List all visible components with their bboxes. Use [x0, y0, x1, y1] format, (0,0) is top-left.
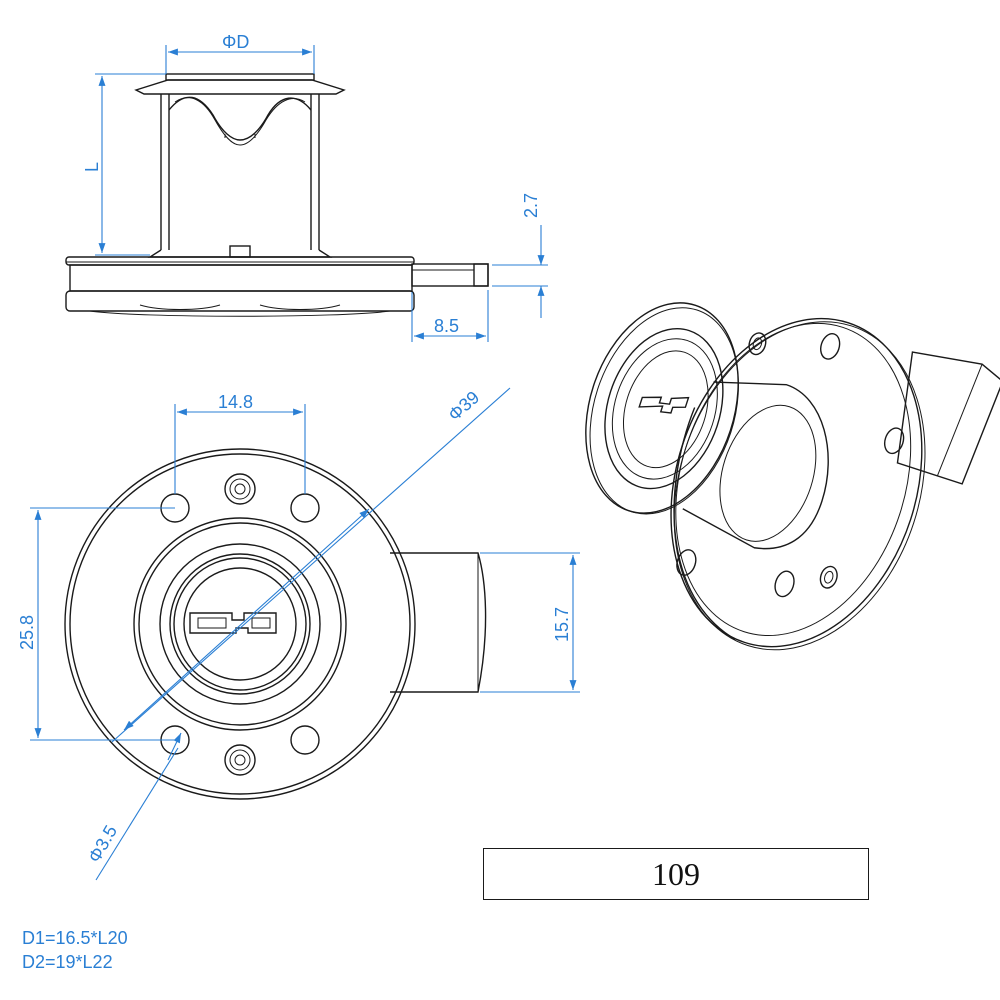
dim-diameter-d: ΦD — [222, 32, 249, 52]
variant-2: D2=19*L22 — [22, 952, 113, 972]
dim-hole-spacing-h: 14.8 — [218, 392, 253, 412]
dim-outer-diameter: Φ39 — [444, 387, 483, 425]
isometric-view — [670, 317, 1000, 651]
side-view — [65, 73, 489, 317]
front-view — [64, 448, 487, 800]
front-dimensions — [30, 387, 580, 881]
dim-hole-spacing-v: 25.8 — [17, 615, 37, 650]
dim-length-l: L — [82, 162, 102, 172]
dim-tab-width: 15.7 — [552, 607, 572, 642]
model-code: 109 — [652, 855, 700, 892]
dim-hole-diameter: Φ3.5 — [84, 822, 121, 866]
side-dimensions — [95, 45, 548, 342]
dim-thickness: 2.7 — [521, 193, 541, 218]
variant-1: D1=16.5*L20 — [22, 928, 128, 948]
isometric-lock-face — [585, 302, 739, 515]
model-code-box: 109 — [483, 848, 869, 900]
dim-tab-length: 8.5 — [434, 316, 459, 336]
